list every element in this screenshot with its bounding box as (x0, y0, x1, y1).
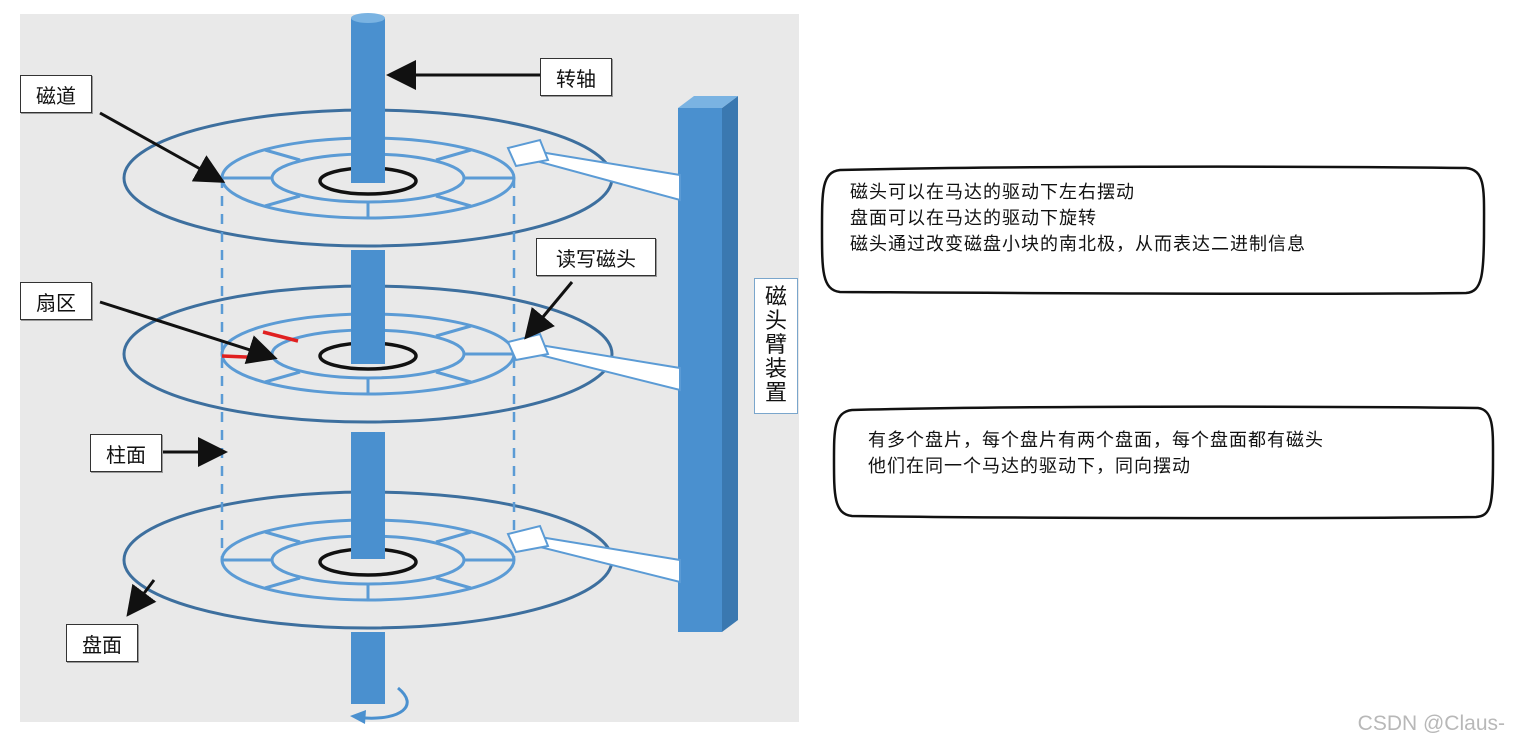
arm-label-char-1: 磁 (764, 285, 787, 310)
read-write-heads (506, 138, 681, 584)
sector-label: 扇区 (20, 282, 92, 320)
spindle (351, 13, 385, 704)
note-box-second (832, 405, 1495, 520)
note-second-line-2: 他们在同一个马达的驱动下，同向摆动 (868, 456, 1191, 477)
note-second-line-1: 有多个盘片，每个盘片有两个盘面，每个盘面都有磁头 (868, 430, 1324, 451)
rotation-arrow (364, 686, 409, 720)
arm-device-label: 磁 头 臂 装 置 (754, 278, 798, 414)
spindle-label: 转轴 (540, 58, 612, 96)
arm-label-char-4: 装 (764, 357, 787, 382)
note-first-line-1: 磁头可以在马达的驱动下左右摆动 (850, 182, 1135, 203)
track-label: 磁道 (20, 75, 92, 113)
note-box-first (820, 165, 1486, 296)
note-first-line-2: 盘面可以在马达的驱动下旋转 (850, 208, 1097, 229)
note-first: 磁头可以在马达的驱动下左右摆动 盘面可以在马达的驱动下旋转 磁头通过改变磁盘小块… (850, 180, 1306, 258)
note-second: 有多个盘片，每个盘片有两个盘面，每个盘面都有磁头 他们在同一个马达的驱动下，同向… (868, 428, 1324, 480)
arm-label-char-5: 置 (764, 381, 787, 406)
watermark: CSDN @Claus- (1357, 712, 1505, 735)
arm-label-char-3: 臂 (764, 333, 787, 358)
platter-label: 盘面 (66, 624, 138, 662)
note-first-line-3: 磁头通过改变磁盘小块的南北极，从而表达二进制信息 (850, 234, 1306, 255)
arm-label-char-2: 头 (764, 309, 787, 334)
cylinder-lines (220, 178, 516, 560)
arm-device (678, 96, 738, 632)
head-label: 读写磁头 (536, 238, 656, 276)
cylinder-label: 柱面 (90, 434, 162, 472)
